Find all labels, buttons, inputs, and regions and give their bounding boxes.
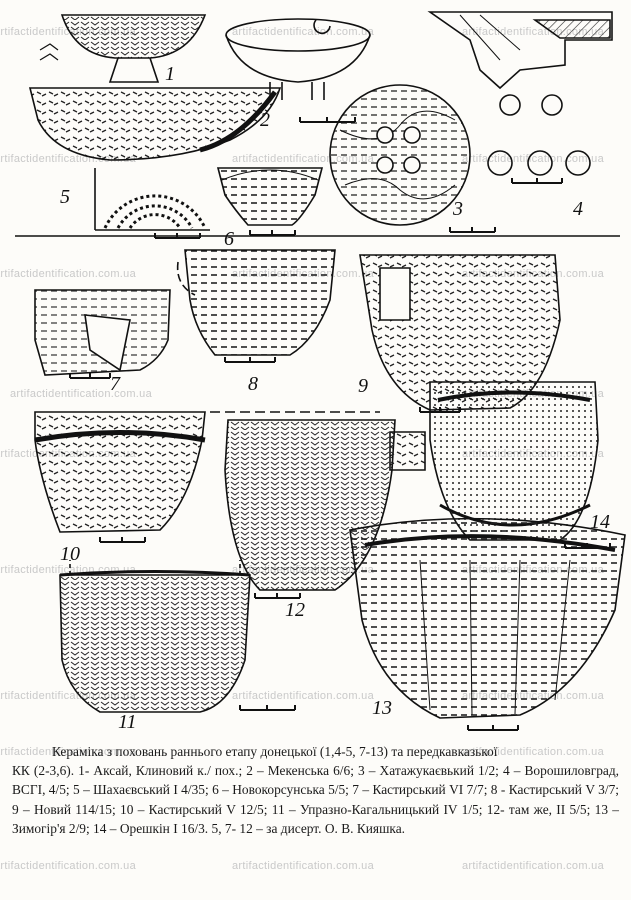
- watermark: artifactidentification.com.ua: [232, 26, 374, 38]
- watermark: artifactidentification.com.ua: [10, 388, 152, 400]
- figure-number-4: 4: [573, 198, 583, 220]
- vessel-5: [94, 168, 210, 231]
- watermark: artifactidentification.com.ua: [0, 268, 136, 280]
- figure-number-12: 12: [285, 599, 305, 621]
- watermark: artifactidentification.com.ua: [0, 860, 136, 872]
- vessel-6: [216, 167, 324, 226]
- vessel-8: [176, 249, 336, 356]
- watermark: artifactidentification.com.ua: [462, 746, 604, 758]
- watermark: artifactidentification.com.ua: [232, 860, 374, 872]
- vessel-2: [225, 18, 371, 100]
- vessel-10: [34, 411, 380, 533]
- vessel-9: [359, 254, 561, 411]
- figure-number-8: 8: [248, 373, 258, 395]
- ceramics-plate: 1 2 3 4 5 6 7 8 9 10 11 12 13 14: [15, 11, 626, 733]
- figure-number-11: 11: [118, 711, 137, 733]
- vessel-1: [28, 14, 282, 161]
- figure-number-1: 1: [165, 63, 175, 85]
- figure-number-2: 2: [260, 109, 270, 131]
- vessel-7: [34, 289, 171, 376]
- watermark: artifactidentification.com.ua: [232, 690, 374, 702]
- figure-number-9: 9: [358, 375, 368, 397]
- watermark: artifactidentification.com.ua: [462, 860, 604, 872]
- figure-number-3: 3: [452, 198, 463, 220]
- figure-number-7: 7: [110, 373, 121, 395]
- figure-number-14: 14: [590, 511, 610, 533]
- vessel-14: [429, 381, 599, 541]
- figure-caption: Кераміка з поховань раннього етапу донец…: [12, 742, 619, 838]
- vessel-13: [349, 517, 626, 719]
- caption-title: Кераміка з поховань раннього етапу донец…: [52, 744, 498, 759]
- vessel-3: [329, 84, 471, 226]
- vessel-4: [427, 11, 613, 176]
- figure-number-6: 6: [224, 228, 234, 250]
- figure-number-13: 13: [372, 697, 392, 719]
- vessel-11: [59, 560, 251, 713]
- caption-body: КК (2-3,6). 1- Аксай, Клиновий к./ пох.;…: [12, 763, 619, 836]
- watermark: artifactidentification.com.ua: [0, 746, 136, 758]
- figure-number-5: 5: [60, 186, 70, 208]
- scale-bars: [69, 117, 611, 731]
- figure-number-10: 10: [60, 543, 80, 565]
